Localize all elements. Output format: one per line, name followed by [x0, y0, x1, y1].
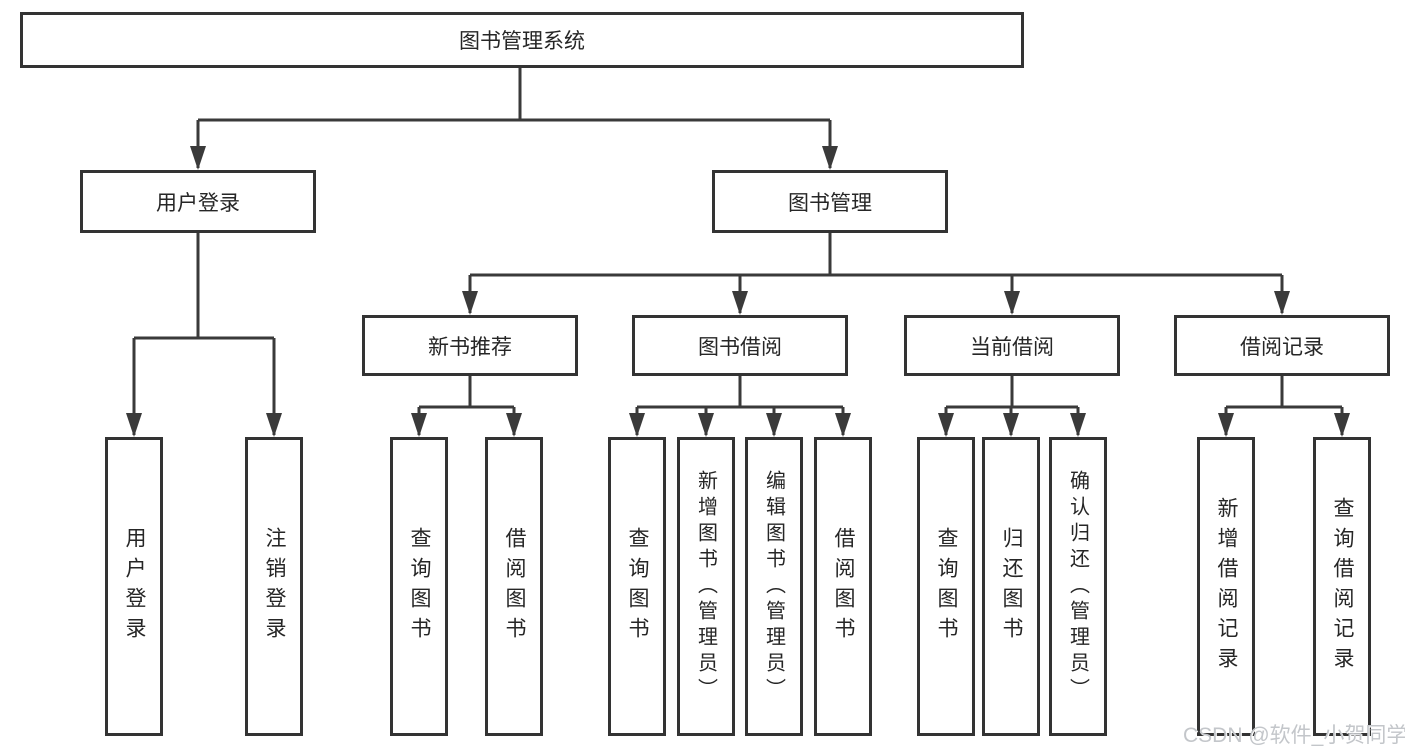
- node-label: 借阅记录: [1240, 335, 1324, 359]
- leaf-add-books-admin: 新增图书（管理员）: [677, 437, 735, 736]
- leaf-add-borrow-record: 新增借阅记录: [1197, 437, 1255, 736]
- leaf-label: 归还图书: [1000, 526, 1023, 647]
- leaf-label: 新增借阅记录: [1215, 496, 1238, 677]
- node-user-login: 用户登录: [80, 170, 316, 233]
- leaf-user-login: 用户登录: [105, 437, 163, 736]
- leaf-borrow-books-recommend: 借阅图书: [485, 437, 543, 736]
- leaf-query-borrow-record: 查询借阅记录: [1313, 437, 1371, 736]
- leaf-label: 编辑图书（管理员）: [762, 469, 785, 704]
- leaf-query-books-current: 查询图书: [917, 437, 975, 736]
- leaf-logout: 注销登录: [245, 437, 303, 736]
- connector-new-book-recommendation-to-leaves: [411, 376, 522, 437]
- leaf-label: 借阅图书: [832, 526, 855, 647]
- leaf-return-books: 归还图书: [982, 437, 1040, 736]
- leaf-query-books-borrowing: 查询图书: [608, 437, 666, 736]
- node-borrowing-records: 借阅记录: [1174, 315, 1390, 376]
- node-label: 当前借阅: [970, 335, 1054, 359]
- node-label: 图书管理: [788, 191, 872, 215]
- leaf-label: 查询图书: [408, 526, 431, 647]
- node-book-borrowing: 图书借阅: [632, 315, 848, 376]
- leaf-label: 借阅图书: [503, 526, 526, 647]
- leaf-label: 查询图书: [935, 526, 958, 647]
- node-label: 图书管理系统: [459, 30, 585, 53]
- leaf-edit-books-admin: 编辑图书（管理员）: [745, 437, 803, 736]
- node-book-management: 图书管理: [712, 170, 948, 233]
- leaf-label: 确认归还（管理员）: [1066, 469, 1089, 704]
- leaf-query-books-recommend: 查询图书: [390, 437, 448, 736]
- leaf-label: 注销登录: [263, 526, 286, 647]
- connector-user-login-to-leaves: [126, 233, 282, 437]
- connector-borrowing-records-to-leaves: [1218, 376, 1350, 437]
- node-library-management-system: 图书管理系统: [20, 12, 1024, 68]
- csdn-watermark: CSDN @软件_小贺同学: [1183, 724, 1405, 747]
- node-new-book-recommendation: 新书推荐: [362, 315, 578, 376]
- connector-current-borrowing-to-leaves: [938, 376, 1086, 437]
- node-label: 用户登录: [156, 191, 240, 215]
- node-current-borrowing: 当前借阅: [904, 315, 1120, 376]
- leaf-label: 用户登录: [123, 526, 146, 647]
- leaf-borrow-books: 借阅图书: [814, 437, 872, 736]
- connector-book-borrowing-to-leaves: [629, 376, 851, 437]
- node-label: 图书借阅: [698, 335, 782, 359]
- leaf-label: 查询图书: [626, 526, 649, 647]
- leaf-label: 查询借阅记录: [1331, 496, 1354, 677]
- node-label: 新书推荐: [428, 335, 512, 359]
- leaf-confirm-return-admin: 确认归还（管理员）: [1049, 437, 1107, 736]
- connector-root-to-level2: [190, 68, 838, 170]
- connector-book-management-to-level3: [462, 233, 1290, 315]
- leaf-label: 新增图书（管理员）: [694, 469, 717, 704]
